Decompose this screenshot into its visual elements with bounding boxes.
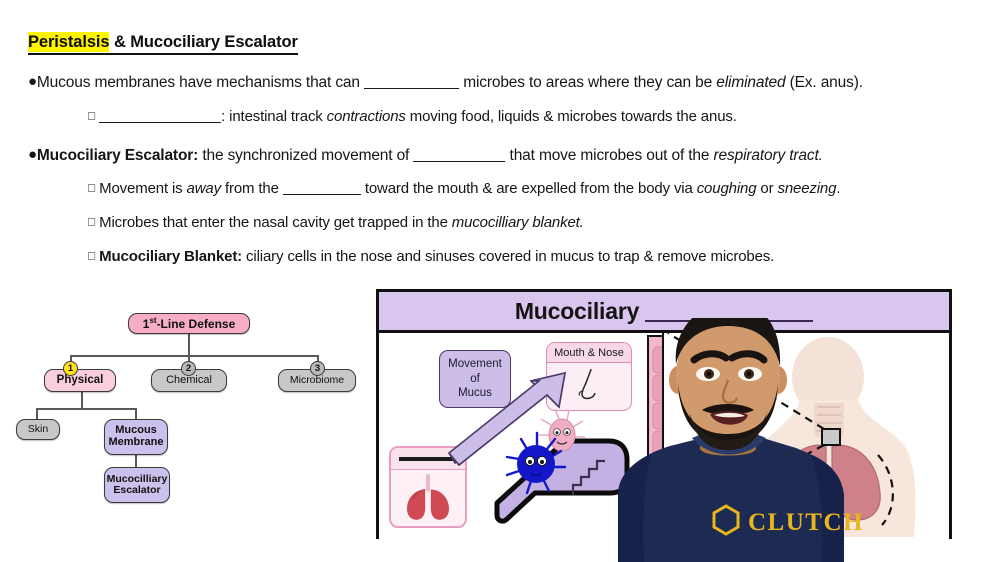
nose-icon (578, 368, 596, 400)
connector-to-skin (36, 408, 38, 420)
node-label: Mucous Membrane (108, 424, 164, 448)
first-line-defense-flowchart: 1st-Line Defense 1 2 3 Physical Chemical… (16, 305, 368, 510)
bullet-text: Mucociliary Blanket: ciliary cells in th… (99, 248, 775, 265)
node-mucocilliary-escalator[interactable]: Mucocilliary Escalator (104, 467, 170, 503)
badge-chemical: 2 (181, 361, 196, 376)
bullet-line-6: □ Mucociliary Blanket: ciliary cells in … (88, 248, 774, 265)
title-highlight: Peristalsis (28, 32, 110, 52)
bullet-marker: ● (28, 73, 37, 90)
bullet-text: Mucous membranes have mechanisms that ca… (36, 74, 863, 91)
connector-root-down (188, 333, 190, 356)
movement-of-mucus-arrow (447, 371, 566, 467)
node-label: Mucocilliary Escalator (106, 472, 168, 496)
bullet-line-3: ●Mucociliary Escalator: the synchronized… (28, 146, 823, 165)
fill-blank[interactable] (364, 77, 460, 89)
connector-physical-down (81, 392, 83, 409)
bullet-marker: □ (88, 214, 96, 229)
movement-line-1: Movement (448, 358, 502, 371)
connector-to-membrane (135, 408, 137, 420)
bullet-marker: □ (88, 180, 96, 195)
node-mucous-membrane[interactable]: Mucous Membrane (104, 419, 168, 455)
fill-blank[interactable] (99, 111, 222, 123)
page-title: Peristalsis & Mucociliary Escalator (28, 32, 298, 55)
connector-horizontal-main (70, 355, 318, 357)
bullet-line-4: □ Movement is away from the toward the m… (88, 180, 841, 197)
bullet-marker: □ (88, 248, 96, 263)
connector-horizontal-physical (36, 408, 136, 410)
node-label: Chemical (166, 373, 212, 386)
node-label: Microbiome (289, 373, 345, 386)
badge-microbiome: 3 (310, 361, 325, 376)
badge-physical: 1 (63, 361, 78, 376)
bullet-marker: □ (88, 108, 96, 123)
connector-membrane-to-escalator (135, 455, 137, 468)
node-label: Physical (56, 374, 104, 387)
bullet-text: Mucociliary Escalator: the synchronized … (36, 147, 823, 164)
node-first-line-defense[interactable]: 1st-Line Defense (128, 313, 250, 334)
clutch-logo: CLUTCH (712, 504, 864, 536)
movement-of-mucus-box: Movement of Mucus (439, 350, 511, 408)
lungs-icon (406, 474, 450, 520)
microbe-characters (505, 408, 585, 495)
panel-header: Mucociliary (379, 292, 949, 333)
mouth-and-nose-box: Mouth & Nose (546, 342, 632, 411)
node-label: 1st-Line Defense (142, 315, 236, 331)
bullet-text: Movement is away from the toward the mou… (99, 180, 841, 197)
bullet-text: Microbes that enter the nasal cavity get… (99, 214, 584, 231)
lungs-label-blank[interactable] (391, 448, 465, 470)
fill-blank[interactable] (282, 183, 361, 195)
pink-microbe-character (539, 408, 585, 452)
fill-blank[interactable] (413, 150, 506, 162)
bullet-line-5: □ Microbes that enter the nasal cavity g… (88, 214, 584, 231)
shirt-text: CLUTCH (748, 509, 864, 536)
blue-microbe-character (505, 431, 567, 495)
movement-line-3: Mucus (458, 387, 492, 400)
mouth-and-nose-label: Mouth & Nose (547, 343, 631, 363)
presenter-video-overlay: CLUTCH (618, 318, 864, 562)
bullet-line-1: ●Mucous membranes have mechanisms that c… (28, 73, 863, 92)
bullet-text: : intestinal track contractions moving f… (99, 108, 737, 125)
node-skin[interactable]: Skin (16, 419, 60, 440)
node-label: Skin (27, 422, 49, 435)
node-physical[interactable]: Physical (44, 369, 116, 392)
movement-line-2: of (470, 372, 480, 385)
bullet-marker: ● (28, 146, 37, 163)
bullet-line-2: □ : intestinal track contractions moving… (88, 108, 737, 125)
title-rest: & Mucociliary Escalator (109, 33, 298, 51)
